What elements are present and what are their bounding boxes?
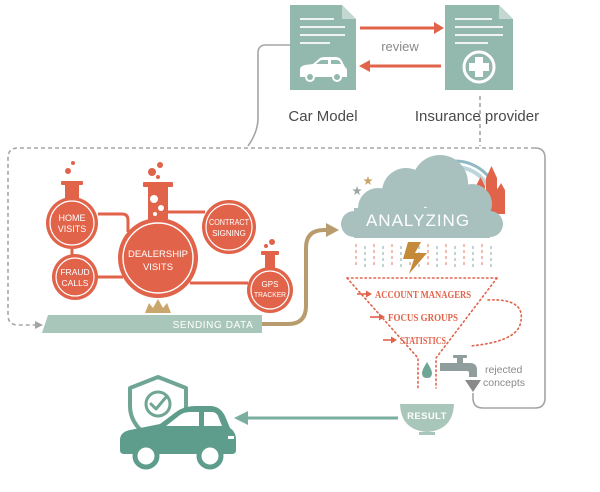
- flask-label-line2: VISITS: [143, 262, 173, 273]
- funnel-item-focus-groups: FOCUS GROUPS: [370, 313, 458, 324]
- bubble: [158, 205, 164, 211]
- arrowhead-right: [366, 290, 372, 298]
- flask-ring: [250, 270, 290, 310]
- arrowhead-left: [234, 411, 248, 425]
- result-label: RESULT: [407, 411, 447, 422]
- medical-cross-icon: [462, 50, 496, 84]
- car-icon: [300, 57, 347, 82]
- faucet-icon: [440, 355, 477, 377]
- flask-bulb: [202, 200, 256, 254]
- document-fold: [342, 5, 356, 19]
- bubble: [150, 195, 158, 203]
- flask-home-visits: HOME VISITS: [46, 161, 98, 249]
- star-icon: [352, 186, 362, 195]
- rejected-arrowhead: [465, 380, 481, 392]
- connector-lines: [7, 44, 546, 409]
- flask-label-line1: FRAUD: [60, 267, 89, 277]
- flask-pipes: [70, 210, 248, 285]
- feedback-dashed-loop: [7, 147, 535, 326]
- funnel-item-account-managers: ACCOUNT MANAGERS: [357, 290, 471, 301]
- flask-label-line1: DEALERSHIP: [128, 249, 188, 260]
- analyzing-cloud: [341, 155, 503, 238]
- bubble: [153, 212, 157, 216]
- flask-label-line1: GPS: [262, 280, 279, 289]
- funnel-item-label: FOCUS GROUPS: [388, 313, 458, 324]
- bubble: [156, 175, 160, 179]
- bubble: [71, 161, 75, 165]
- flask-contract-signing: CONTRACT SIGNING: [202, 200, 256, 254]
- flask-neck: [148, 186, 168, 222]
- car-model-feed-line: [247, 44, 290, 147]
- star-icon: [363, 176, 373, 185]
- rejected-label-line2: concepts: [483, 377, 525, 389]
- arrowhead-right: [379, 313, 385, 321]
- flask-lip: [143, 182, 173, 187]
- flask-bulb: [118, 218, 198, 298]
- car-icon: [120, 406, 236, 470]
- bubble: [148, 168, 156, 176]
- rejected-label-line1: rejected: [485, 364, 523, 376]
- analyzing-label: ANALYZING: [366, 211, 470, 230]
- data-flow-arrow: [262, 228, 328, 326]
- car-model-label: Car Model: [288, 108, 357, 125]
- flask-label-line2: SIGNING: [212, 229, 246, 238]
- review-arrows: [359, 22, 444, 72]
- rain-lines: [355, 244, 492, 268]
- filter-funnel: [346, 277, 523, 389]
- flask-ring: [205, 203, 253, 251]
- insurance-provider-label: Insurance provider: [415, 108, 539, 125]
- flask-label-line1: HOME: [59, 213, 86, 223]
- car-model-document: [290, 5, 356, 90]
- flask-bulb: [247, 267, 293, 313]
- burner-flame: [145, 299, 171, 313]
- bubble: [269, 239, 275, 245]
- document-fold: [499, 5, 513, 19]
- flask-ring: [122, 222, 194, 294]
- flask-dealership-visits: DEALERSHIP VISITS: [118, 162, 198, 298]
- bubble: [264, 244, 268, 248]
- document-text-lines: [300, 18, 345, 44]
- flask-ring: [55, 257, 95, 297]
- bubble: [65, 168, 71, 174]
- funnel-item-statistics: STATISTICS: [383, 336, 446, 347]
- document-text-lines: [455, 18, 503, 44]
- flask-bulb: [46, 197, 98, 249]
- flask-fraud-calls: FRAUD CALLS: [52, 254, 98, 300]
- flask-neck: [265, 254, 275, 268]
- flask-ring: [49, 200, 95, 246]
- sending-data-platform: [42, 315, 262, 333]
- flask-bulb: [52, 254, 98, 300]
- lightning-icon: [403, 242, 427, 274]
- flask-label-line1: CONTRACT: [209, 218, 249, 227]
- insured-car-shield-icon: [120, 375, 236, 470]
- feedback-arrowhead: [35, 321, 43, 329]
- arrowhead-left: [359, 60, 370, 72]
- funnel-item-label: STATISTICS: [400, 336, 446, 347]
- arrowhead-right: [391, 336, 397, 344]
- flask-label-line2: TRACKER: [254, 290, 287, 299]
- result-bowl: [400, 404, 454, 435]
- flask-gps-tracker: GPS TRACKER: [247, 239, 293, 313]
- sending-data-label: SENDING DATA: [173, 320, 254, 331]
- review-label: review: [381, 39, 419, 54]
- data-flow-arrowhead: [326, 223, 339, 237]
- funnel-item-label: ACCOUNT MANAGERS: [375, 290, 471, 301]
- rejected-return-line: [472, 147, 546, 409]
- flask-label-line2: VISITS: [58, 224, 87, 234]
- insurance-provider-document: [445, 5, 513, 90]
- flask-label-line2: CALLS: [62, 278, 89, 288]
- bubble: [157, 162, 163, 168]
- arrowhead-right: [434, 22, 444, 34]
- droplet-icon: [422, 362, 432, 378]
